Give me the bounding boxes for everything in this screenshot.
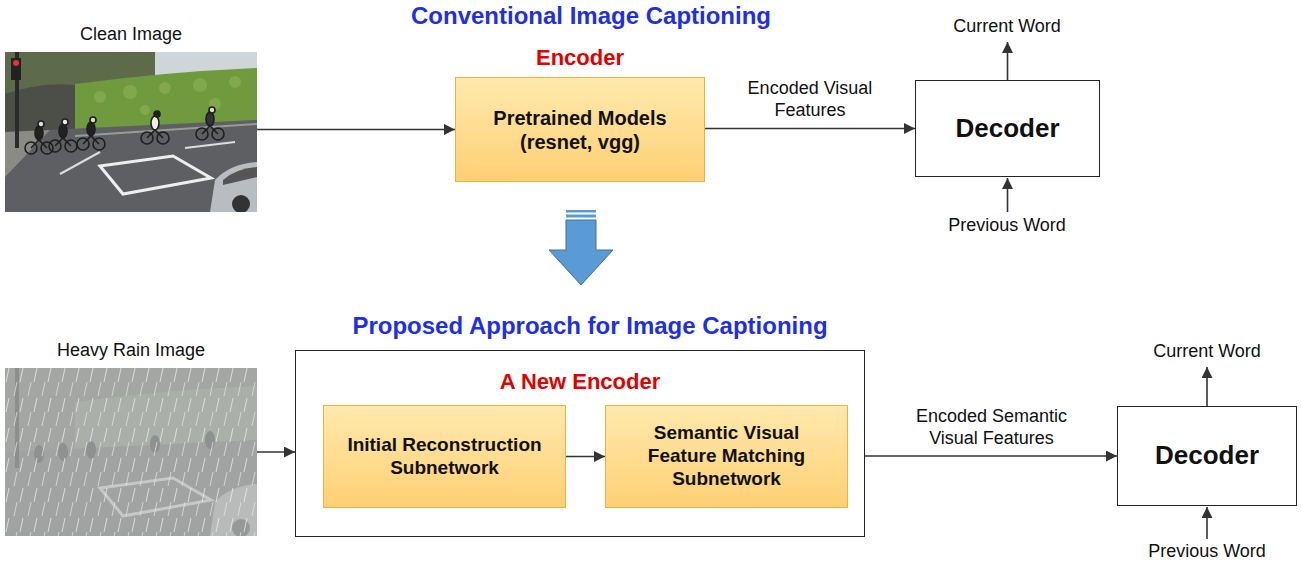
- box-text: Initial Reconstruction Subnetwork: [324, 434, 565, 480]
- connector-arrow: [705, 128, 915, 130]
- road: [5, 120, 257, 212]
- connector-arrow: [566, 456, 605, 458]
- rider: [35, 126, 43, 140]
- arrow-stripe: [566, 215, 596, 218]
- box-text: Decoder: [939, 113, 1075, 144]
- clean-image: Clean Image: [5, 52, 257, 212]
- decoder-box: Decoder: [1117, 406, 1297, 506]
- process-box: Semantic Visual Feature Matching Subnetw…: [605, 405, 848, 508]
- connector-arrow: [257, 129, 455, 131]
- box-text: Decoder: [1139, 440, 1275, 471]
- rider: [87, 122, 95, 136]
- leaf: [94, 91, 106, 103]
- output-arrow: [1206, 367, 1208, 406]
- output-arrow: [1007, 42, 1009, 80]
- car-window: [223, 167, 257, 185]
- road-marking: [60, 152, 100, 174]
- rain-fog: [5, 368, 257, 536]
- image-caption: Heavy Rain Image: [57, 340, 205, 361]
- rider: [151, 116, 159, 130]
- cyclist: [77, 117, 105, 150]
- cyclist: [49, 119, 77, 152]
- traffic-light: [11, 58, 21, 80]
- process-box: Initial Reconstruction Subnetwork: [323, 405, 566, 508]
- leaf: [193, 78, 207, 92]
- input-arrow: [1007, 178, 1009, 212]
- rain-image: Heavy Rain Image: [5, 368, 257, 536]
- road-marking: [185, 142, 235, 148]
- rainy-road-photo: [5, 368, 257, 536]
- box-text: Pretrained Models (resnet, vgg): [456, 106, 704, 154]
- decoder-box: Decoder: [915, 80, 1100, 177]
- transition-arrow: [549, 210, 613, 285]
- cyclist: [141, 111, 169, 144]
- rain-streaks: [5, 368, 257, 536]
- word-label: Previous Word: [948, 215, 1066, 237]
- box-text: Semantic Visual Feature Matching Subnetw…: [606, 422, 847, 490]
- cyclist: [25, 121, 53, 154]
- word-label: Current Word: [953, 16, 1061, 38]
- arrow-stripe: [566, 210, 596, 213]
- helmet: [90, 117, 96, 123]
- leaf: [123, 85, 137, 99]
- road-marking: [100, 156, 211, 194]
- hedge-texture: [94, 76, 241, 115]
- down-arrow: [549, 220, 613, 285]
- encoder-group: A New EncoderInitial Reconstruction Subn…: [295, 350, 865, 537]
- frame: [31, 140, 47, 148]
- photo-ground: [5, 52, 257, 212]
- leaf: [159, 82, 171, 94]
- encoder-heading: Encoder: [536, 45, 624, 71]
- word-label: Current Word: [1153, 341, 1261, 363]
- edge-label: Encoded Semantic Visual Features: [904, 406, 1079, 449]
- word-label: Previous Word: [1148, 541, 1266, 563]
- helmet: [209, 107, 215, 113]
- section-title: Conventional Image Captioning: [411, 2, 771, 31]
- image-caption: Clean Image: [80, 24, 182, 45]
- helmet: [62, 119, 68, 125]
- rider: [59, 124, 67, 138]
- helmet: [38, 121, 44, 127]
- connector-arrow: [257, 451, 295, 453]
- section-title: Proposed Approach for Image Captioning: [352, 312, 827, 341]
- connector-arrow: [865, 455, 1117, 457]
- clean-road-photo: [5, 52, 257, 212]
- rider: [206, 112, 214, 126]
- leaf: [229, 76, 241, 88]
- photo-ground: [5, 368, 257, 536]
- edge-label: Encoded Visual Features: [735, 78, 885, 121]
- red-light: [13, 60, 19, 66]
- cyclists: [25, 107, 224, 154]
- frame: [202, 126, 218, 134]
- leaf: [140, 105, 150, 115]
- frame: [55, 138, 71, 146]
- curb: [75, 124, 257, 136]
- frame: [83, 136, 99, 144]
- car: [210, 162, 257, 212]
- cyclist: [196, 107, 224, 140]
- frame: [147, 130, 163, 138]
- input-arrow: [1206, 507, 1208, 539]
- helmet: [154, 111, 160, 117]
- encoder-box: EncoderPretrained Models (resnet, vgg): [455, 77, 705, 182]
- car-wheel: [232, 195, 250, 212]
- group-heading: A New Encoder: [296, 369, 864, 395]
